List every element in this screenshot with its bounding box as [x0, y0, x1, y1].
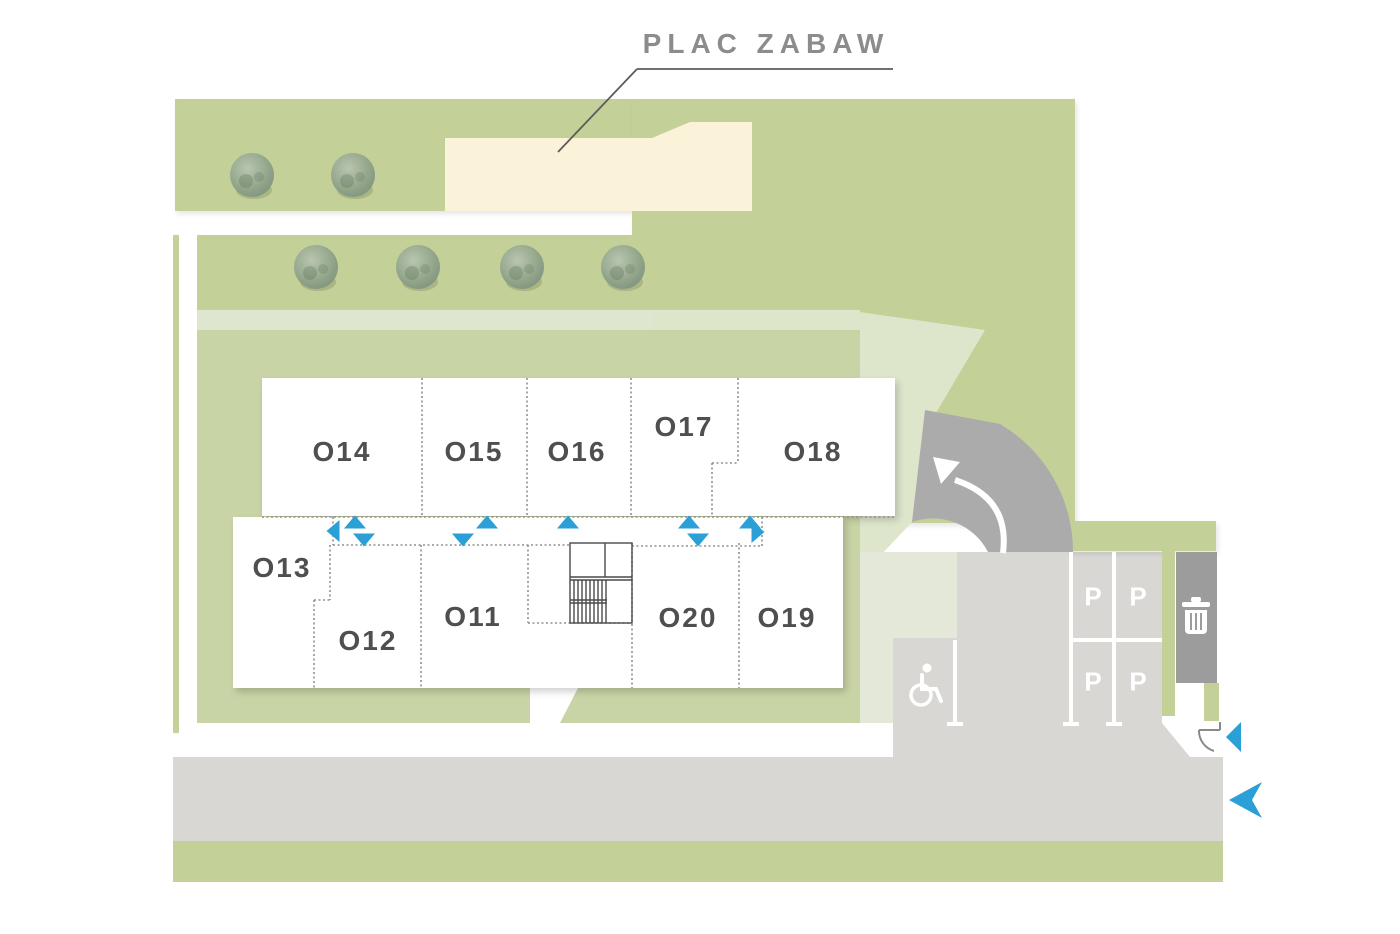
grass-stub-entrance	[1204, 683, 1219, 721]
stairwell	[569, 542, 633, 624]
curved-arrow-icon	[933, 457, 960, 484]
page-title: PLAC ZABAW	[642, 28, 890, 59]
unit-label-O13[interactable]: O13	[252, 552, 312, 583]
curved-arrow-tail	[954, 477, 1007, 554]
grass-bar-right-horizontal	[1068, 521, 1216, 551]
pavement-slant	[1162, 723, 1190, 757]
entrance-arrow-big-left[interactable]	[1229, 782, 1262, 818]
parking-lot	[957, 552, 1162, 757]
trees	[230, 153, 645, 291]
tree-icon	[396, 245, 440, 291]
parking-spot-label: P	[1084, 581, 1102, 612]
parking-lines	[947, 552, 1162, 726]
door-icon	[1197, 722, 1221, 752]
playground-area	[445, 122, 752, 211]
unit-label-O15[interactable]: O15	[444, 436, 504, 467]
landscape-wedge	[652, 312, 985, 556]
entrance-arrow-left[interactable]	[326, 520, 340, 542]
entrance-arrow-down[interactable]	[353, 533, 375, 547]
title-leader-line	[557, 68, 893, 153]
entrance-arrow-up[interactable]	[476, 515, 498, 529]
road-bottom	[173, 757, 1223, 841]
unit-label-O16[interactable]: O16	[547, 436, 607, 467]
parking-spot-label: P	[1084, 666, 1102, 697]
unit-label-O19[interactable]: O19	[757, 602, 817, 633]
tree-icon	[230, 153, 274, 199]
entrance-arrow-down[interactable]	[687, 533, 709, 547]
curved-driveway	[912, 410, 1074, 552]
tree-icon	[601, 245, 645, 291]
parking-spot-label: P	[1129, 666, 1147, 697]
grass-strip-bottom	[173, 841, 1223, 882]
building-block-top	[262, 378, 895, 516]
entrance-arrow-up[interactable]	[678, 515, 700, 529]
entrance-arrows	[326, 515, 1262, 818]
unit-label-O14[interactable]: O14	[312, 436, 372, 467]
tree-icon	[500, 245, 544, 291]
parking-spot-label: P	[1129, 581, 1147, 612]
unit-label-O20[interactable]: O20	[658, 602, 718, 633]
walkway-light	[860, 552, 957, 723]
entrance-arrow-up[interactable]	[557, 515, 579, 529]
entrance-arrow-small-left[interactable]	[1226, 722, 1241, 752]
tree-icon	[294, 245, 338, 291]
grass-bar-right-vertical	[1162, 551, 1175, 716]
unit-label-O12[interactable]: O12	[338, 625, 398, 656]
unit-label-O18[interactable]: O18	[783, 436, 843, 467]
white-path-cut	[530, 688, 578, 723]
grass-thin-edge	[173, 235, 179, 733]
entrance-white	[1176, 683, 1204, 723]
tree-icon	[331, 153, 375, 199]
unit-label-O17[interactable]: O17	[654, 411, 714, 442]
accessible-parking-area	[893, 638, 957, 757]
unit-label-O11[interactable]: O11	[444, 601, 502, 632]
entrance-arrow-down[interactable]	[452, 533, 474, 547]
wheelchair-icon	[909, 663, 943, 707]
entrance-arrow-right[interactable]	[751, 521, 765, 543]
entrance-arrow-up[interactable]	[344, 515, 366, 529]
trash-icon	[1182, 597, 1210, 634]
